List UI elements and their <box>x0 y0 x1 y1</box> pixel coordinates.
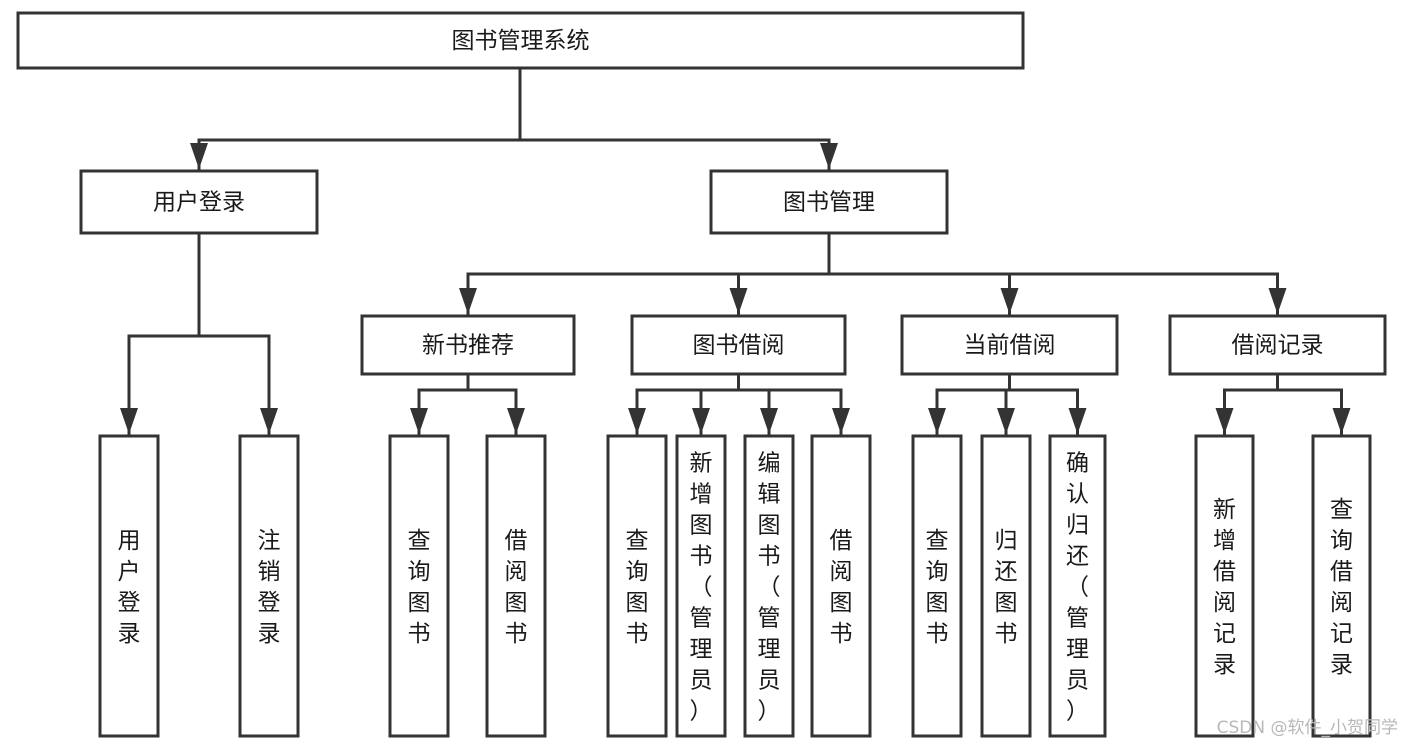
arrow-head-icon <box>928 408 946 434</box>
arrow-head-icon <box>190 143 208 169</box>
node-book-manage[interactable]: 图书管理 <box>709 169 949 235</box>
node-label-leaf-borrow-book-new: 借阅图书 <box>505 528 528 647</box>
node-leaf-logout[interactable]: 注销登录 <box>238 434 300 738</box>
connector-lines <box>120 66 1351 436</box>
node-box-leaf-add-borrow-record[interactable] <box>1194 434 1255 738</box>
node-label-leaf-query-book-borrow: 查询图书 <box>626 528 649 647</box>
node-box-leaf-user-login[interactable] <box>98 434 160 738</box>
node-label-leaf-return-book: 归还图书 <box>995 528 1018 647</box>
node-leaf-query-borrow-record[interactable]: 查询借阅记录 <box>1311 434 1372 738</box>
node-leaf-query-book-new[interactable]: 查询图书 <box>388 434 450 738</box>
arrow-head-icon <box>628 408 646 434</box>
node-box-root[interactable] <box>16 11 1025 70</box>
node-box-leaf-add-book-admin[interactable] <box>675 434 727 738</box>
arrow-head-icon <box>1332 408 1351 434</box>
arrow-head-icon <box>729 288 748 314</box>
node-label-book-manage: 图书管理 <box>783 190 875 216</box>
arrow-head-icon <box>459 288 477 314</box>
arrow-head-icon <box>692 408 710 434</box>
node-book-borrow[interactable]: 图书借阅 <box>630 314 847 376</box>
node-label-leaf-add-borrow-record: 新增借阅记录 <box>1213 497 1236 678</box>
node-box-leaf-borrow-book-new[interactable] <box>485 434 547 738</box>
arrow-head-icon <box>1215 408 1234 434</box>
node-label-leaf-borrow-book: 借阅图书 <box>830 528 853 647</box>
node-root[interactable]: 图书管理系统 <box>16 11 1025 70</box>
arrow-head-icon <box>260 408 278 434</box>
node-label-book-borrow: 图书借阅 <box>693 333 785 359</box>
node-box-borrow-record[interactable] <box>1168 314 1387 376</box>
node-leaf-confirm-return-admin[interactable]: 确认归还（管理员） <box>1048 434 1107 738</box>
arrow-head-icon <box>410 408 428 434</box>
node-leaf-return-book[interactable]: 归还图书 <box>980 434 1032 738</box>
arrow-head-icon <box>997 408 1015 434</box>
arrow-head-icon <box>507 408 525 434</box>
arrow-head-icon <box>832 408 850 434</box>
arrow-head-icon <box>1068 408 1087 434</box>
node-box-leaf-borrow-book[interactable] <box>810 434 872 738</box>
node-box-user-login[interactable] <box>79 169 319 235</box>
node-label-leaf-confirm-return-admin: 确认归还（管理员） <box>1066 451 1089 725</box>
node-box-current-borrow[interactable] <box>900 314 1119 376</box>
node-box-leaf-edit-book-admin[interactable] <box>743 434 795 738</box>
node-box-book-manage[interactable] <box>709 169 949 235</box>
node-label-leaf-query-book-new: 查询图书 <box>408 528 431 647</box>
node-borrow-record[interactable]: 借阅记录 <box>1168 314 1387 376</box>
node-boxes: 图书管理系统用户登录图书管理新书推荐图书借阅当前借阅借阅记录用户登录注销登录查询… <box>16 11 1387 738</box>
arrow-head-icon <box>1268 288 1287 314</box>
arrow-head-icon <box>120 408 138 434</box>
node-label-borrow-record: 借阅记录 <box>1232 333 1324 359</box>
node-label-new-book-recommend: 新书推荐 <box>422 333 514 359</box>
node-label-leaf-user-login: 用户登录 <box>118 528 141 647</box>
node-box-leaf-query-book-borrow[interactable] <box>606 434 668 738</box>
node-box-book-borrow[interactable] <box>630 314 847 376</box>
node-label-leaf-add-book-admin: 新增图书（管理员） <box>690 451 713 725</box>
node-label-leaf-edit-book-admin: 编辑图书（管理员） <box>758 451 781 725</box>
node-new-book-recommend[interactable]: 新书推荐 <box>360 314 576 376</box>
arrow-head-icon <box>1000 288 1019 314</box>
arrow-head-icon <box>820 143 838 169</box>
node-box-leaf-query-book-current[interactable] <box>911 434 963 738</box>
node-label-leaf-query-book-current: 查询图书 <box>926 528 949 647</box>
node-box-leaf-return-book[interactable] <box>980 434 1032 738</box>
node-box-leaf-query-borrow-record[interactable] <box>1311 434 1372 738</box>
node-label-leaf-query-borrow-record: 查询借阅记录 <box>1330 497 1353 678</box>
node-box-leaf-logout[interactable] <box>238 434 300 738</box>
csdn-watermark: CSDN @软件_小贺同学 <box>1217 718 1398 738</box>
arrow-head-icon <box>760 408 778 434</box>
node-label-root: 图书管理系统 <box>452 28 590 54</box>
node-current-borrow[interactable]: 当前借阅 <box>900 314 1119 376</box>
node-label-current-borrow: 当前借阅 <box>964 333 1056 359</box>
node-label-leaf-logout: 注销登录 <box>258 528 281 647</box>
node-leaf-borrow-book[interactable]: 借阅图书 <box>810 434 872 738</box>
node-leaf-query-book-current[interactable]: 查询图书 <box>911 434 963 738</box>
node-leaf-query-book-borrow[interactable]: 查询图书 <box>606 434 668 738</box>
node-box-leaf-query-book-new[interactable] <box>388 434 450 738</box>
node-leaf-add-borrow-record[interactable]: 新增借阅记录 <box>1194 434 1255 738</box>
node-user-login[interactable]: 用户登录 <box>79 169 319 235</box>
node-leaf-borrow-book-new[interactable]: 借阅图书 <box>485 434 547 738</box>
node-box-new-book-recommend[interactable] <box>360 314 576 376</box>
node-label-user-login: 用户登录 <box>153 190 245 216</box>
node-leaf-user-login[interactable]: 用户登录 <box>98 434 160 738</box>
node-leaf-add-book-admin[interactable]: 新增图书（管理员） <box>675 434 727 738</box>
node-box-leaf-confirm-return-admin[interactable] <box>1048 434 1107 738</box>
node-leaf-edit-book-admin[interactable]: 编辑图书（管理员） <box>743 434 795 738</box>
